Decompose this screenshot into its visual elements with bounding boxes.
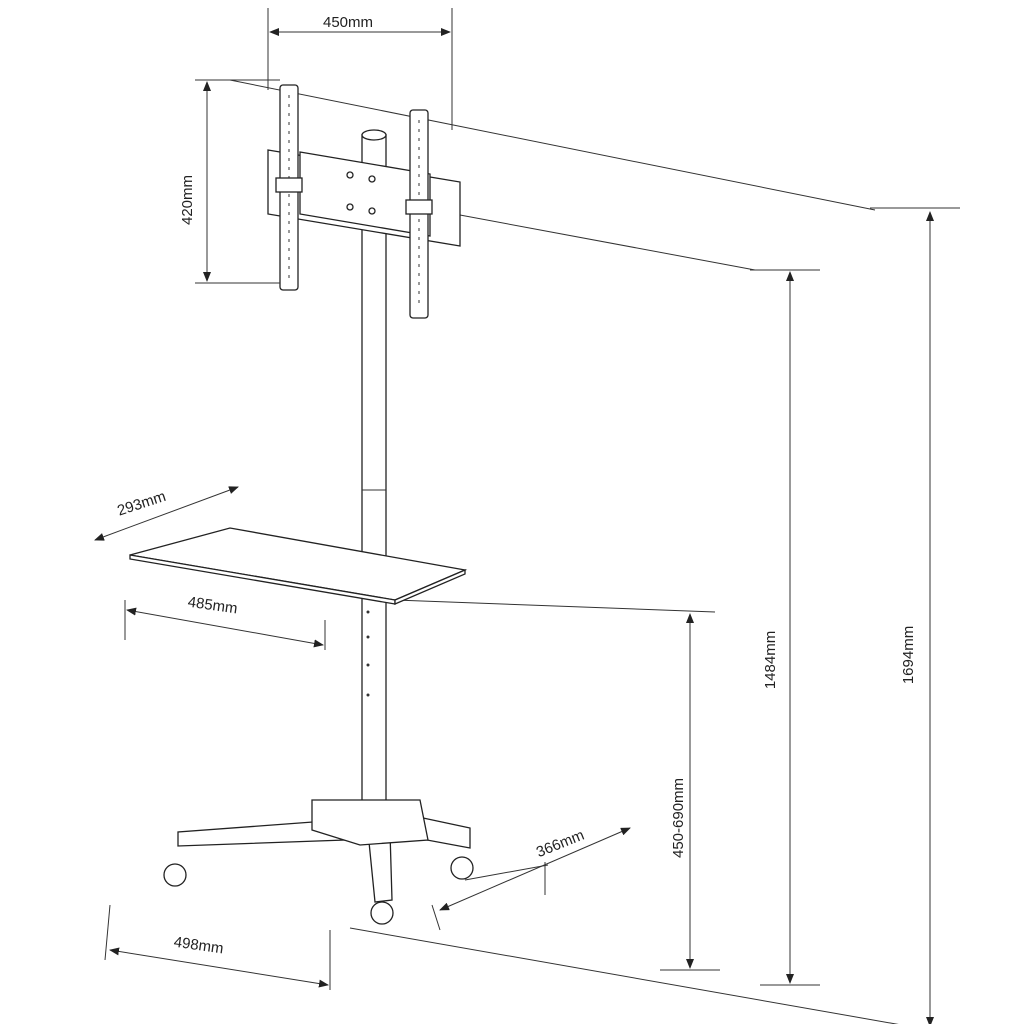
vesa-bracket bbox=[267, 84, 461, 319]
label-shelf-depth: 293mm bbox=[115, 488, 168, 520]
base bbox=[163, 799, 474, 925]
dimension-lines bbox=[94, 8, 934, 1024]
extension-lines bbox=[229, 79, 960, 1024]
label-shelf-height: 450-690mm bbox=[670, 778, 687, 858]
caster-front bbox=[370, 901, 394, 925]
caster-left bbox=[163, 863, 187, 887]
label-total-height: 1694mm bbox=[900, 626, 917, 684]
caster-right bbox=[450, 856, 474, 880]
label-shelf-width: 485mm bbox=[187, 594, 239, 618]
label-max-height: 1484mm bbox=[762, 631, 779, 689]
label-base-width: 498mm bbox=[173, 934, 225, 958]
shelf bbox=[129, 527, 468, 605]
label-mount-height: 420mm bbox=[179, 175, 196, 225]
label-base-depth: 366mm bbox=[534, 827, 587, 862]
label-mount-width: 450mm bbox=[323, 14, 373, 31]
pole bbox=[361, 129, 387, 816]
